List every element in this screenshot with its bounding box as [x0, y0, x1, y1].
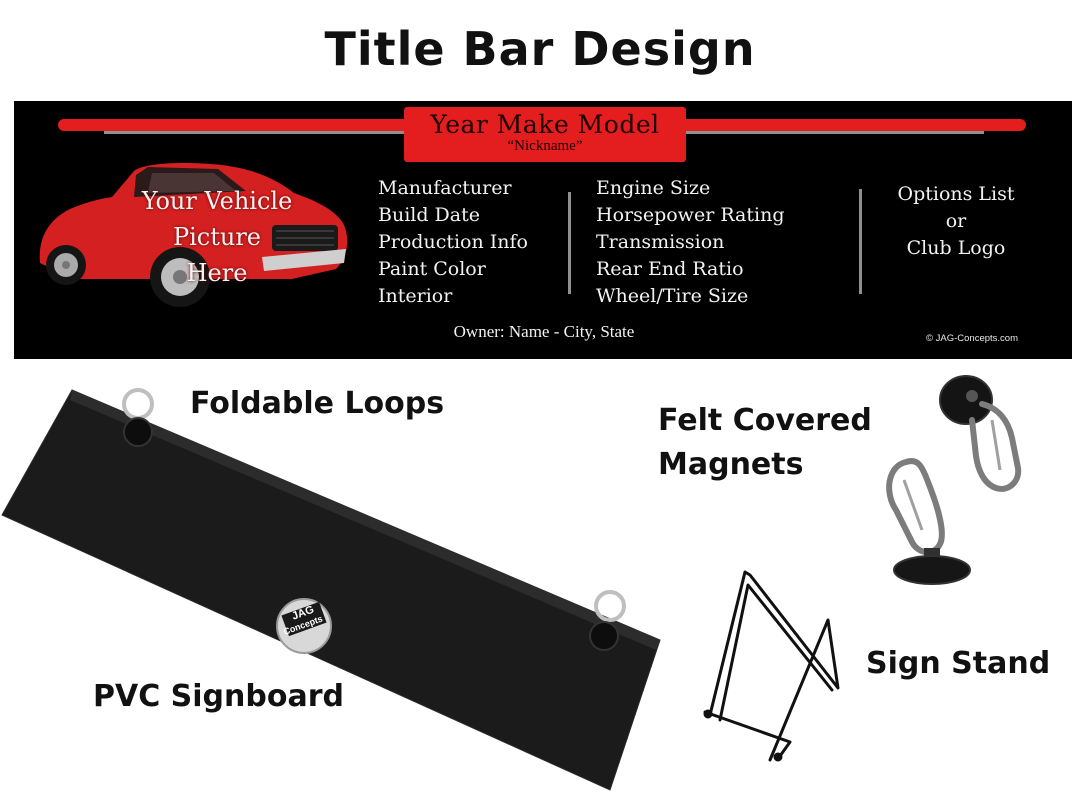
spec-item: Wheel/Tire Size	[596, 285, 749, 307]
pvc-signboard-label: PVC Signboard	[93, 679, 344, 714]
options-line: or	[945, 210, 967, 232]
vehicle-title: Year Make Model	[430, 110, 660, 139]
options-line: Club Logo	[906, 237, 1006, 259]
felt-magnets-label-line: Felt Covered	[658, 403, 872, 438]
column-divider	[568, 192, 571, 294]
spec-item: Build Date	[378, 204, 480, 226]
photo-caption-line: Your Vehicle	[141, 187, 293, 215]
column-divider	[859, 189, 862, 294]
photo-caption: Your Vehicle Picture Here	[92, 183, 342, 291]
sign-stand-label: Sign Stand	[866, 646, 1051, 681]
spec-item: Rear End Ratio	[596, 258, 744, 280]
page-title: Title Bar Design	[324, 22, 756, 76]
spec-item: Interior	[378, 285, 453, 307]
vehicle-nickname: “Nickname”	[507, 138, 583, 154]
felt-magnet-icon	[886, 458, 971, 585]
copyright-text: © JAG-Concepts.com	[926, 333, 1018, 344]
red-car-icon	[39, 163, 348, 307]
jag-concepts-badge-icon: JAG Concepts	[276, 598, 332, 654]
pvc-signboard-image	[1, 389, 661, 791]
title-bar-banner: Your Vehicle Picture Here Year Make Mode…	[14, 101, 1072, 359]
felt-magnets-label: Felt Covered Magnets	[658, 399, 872, 487]
felt-magnet-icon	[939, 375, 1022, 492]
spec-item: Paint Color	[378, 258, 486, 280]
spec-item: Horsepower Rating	[596, 204, 785, 226]
sign-stand-icon	[703, 570, 840, 762]
foldable-loop-icon	[122, 388, 154, 447]
spec-item: Engine Size	[596, 177, 711, 199]
foldable-loops-label: Foldable Loops	[190, 386, 445, 421]
vehicle-picture: Your Vehicle Picture Here	[32, 153, 352, 313]
spec-item: Manufacturer	[378, 177, 512, 199]
spec-item: Production Info	[378, 231, 528, 253]
photo-caption-line: Picture	[172, 223, 262, 251]
spec-item: Transmission	[596, 231, 725, 253]
options-block: Options List or Club Logo	[876, 181, 1036, 262]
felt-magnets-label-line: Magnets	[658, 447, 804, 482]
spec-column-right: Engine Size Horsepower Rating Transmissi…	[596, 175, 785, 310]
options-line: Options List	[897, 183, 1015, 205]
title-box: Year Make Model “Nickname”	[404, 107, 686, 162]
foldable-loop-icon	[589, 590, 626, 651]
spec-column-left: Manufacturer Build Date Production Info …	[378, 175, 528, 310]
owner-line: Owner: Name - City, State	[453, 322, 635, 341]
photo-caption-line: Here	[186, 259, 248, 287]
